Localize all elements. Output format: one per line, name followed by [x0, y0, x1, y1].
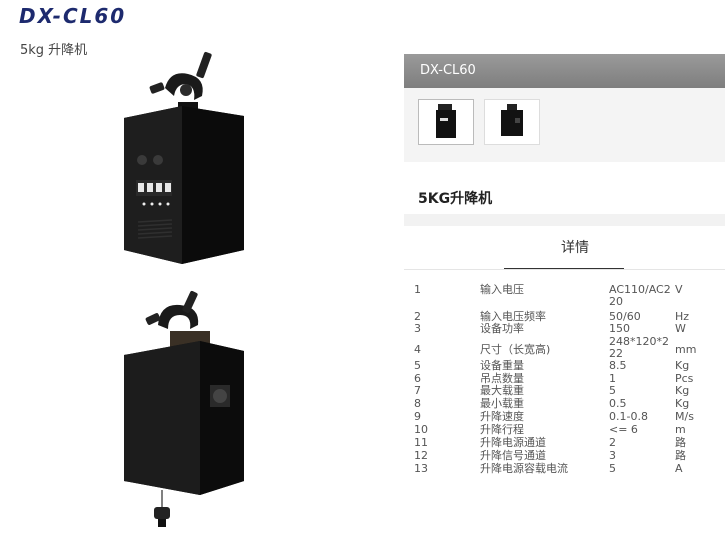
spec-unit: mm [675, 343, 697, 356]
spec-index: 5 [414, 359, 421, 372]
spec-index: 10 [414, 423, 428, 436]
spec-unit: A [675, 462, 683, 475]
spec-name: 输入电压频率 [480, 310, 546, 323]
spec-unit: Hz [675, 310, 690, 323]
thumbnail-front[interactable] [418, 99, 474, 145]
spec-index: 2 [414, 310, 421, 323]
spec-name: 升降行程 [480, 423, 524, 436]
spec-value: 5 [609, 384, 616, 397]
panel-header: DX-CL60 [404, 54, 725, 88]
spec-index: 9 [414, 410, 421, 423]
tab-divider [404, 269, 725, 270]
spec-value: <= 6 [609, 423, 638, 436]
tab-details[interactable]: 详情 [561, 240, 589, 256]
spec-name: 最大载重 [480, 384, 524, 397]
spec-index: 6 [414, 372, 421, 385]
spec-value: 3 [609, 449, 616, 462]
spec-name: 吊点数量 [480, 372, 524, 385]
spec-index: 8 [414, 397, 421, 410]
brand-title: DX-CL60 [19, 4, 127, 28]
spec-unit: 路 [675, 436, 686, 449]
spec-unit: W [675, 322, 686, 335]
spec-value: 0.5 [609, 397, 627, 410]
spec-value: 0.1-0.8 [609, 410, 648, 423]
spec-unit: Kg [675, 397, 690, 410]
spec-unit: Kg [675, 384, 690, 397]
spec-index: 3 [414, 322, 421, 335]
spec-name: 设备功率 [480, 322, 524, 335]
spec-unit: V [675, 283, 683, 296]
spec-unit: m [675, 423, 686, 436]
spec-value: 2 [609, 436, 616, 449]
thumbnail-strip [404, 88, 725, 162]
thumbnail-side-image [501, 104, 523, 136]
spec-name: 尺寸（长宽高) [480, 343, 551, 356]
spec-index: 7 [414, 384, 421, 397]
spec-name: 升降速度 [480, 410, 524, 423]
spec-name: 最小载重 [480, 397, 524, 410]
spec-name: 输入电压 [480, 283, 524, 296]
spec-unit: 路 [675, 449, 686, 462]
detail-panel: DX-CL60 5KG升降机 详情 1 输入电压 AC110/AC220 [404, 54, 725, 541]
spec-index: 12 [414, 449, 428, 462]
spec-index: 11 [414, 436, 428, 449]
spec-value: AC110/AC220 [609, 283, 671, 308]
spec-unit: M/s [675, 410, 694, 423]
spec-value: 5 [609, 462, 616, 475]
thumbnail-side[interactable] [484, 99, 540, 145]
product-image-side [124, 290, 244, 527]
section-separator [404, 214, 725, 226]
spec-index: 4 [414, 343, 421, 356]
spec-value: 50/60 [609, 310, 641, 323]
spec-unit: Pcs [675, 372, 694, 385]
panel-title: DX-CL60 [420, 63, 476, 78]
spec-unit: Kg [675, 359, 690, 372]
spec-index: 1 [414, 283, 421, 296]
spec-value: 248*120*222 [609, 335, 669, 360]
spec-name: 升降电源容载电流 [480, 462, 568, 475]
product-name: 5KG升降机 [418, 191, 493, 207]
spec-name: 设备重量 [480, 359, 524, 372]
spec-name: 升降电源通道 [480, 436, 546, 449]
tab-active-indicator [504, 268, 624, 269]
spec-value: 150 [609, 322, 630, 335]
spec-name: 升降信号通道 [480, 449, 546, 462]
spec-value: 1 [609, 372, 616, 385]
product-image-front [124, 51, 244, 264]
spec-value: 8.5 [609, 359, 627, 372]
thumbnail-front-image [436, 104, 456, 138]
product-name-section: 5KG升降机 [404, 172, 725, 214]
spec-index: 13 [414, 462, 428, 475]
product-subtitle: 5kg 升降机 [20, 43, 88, 58]
